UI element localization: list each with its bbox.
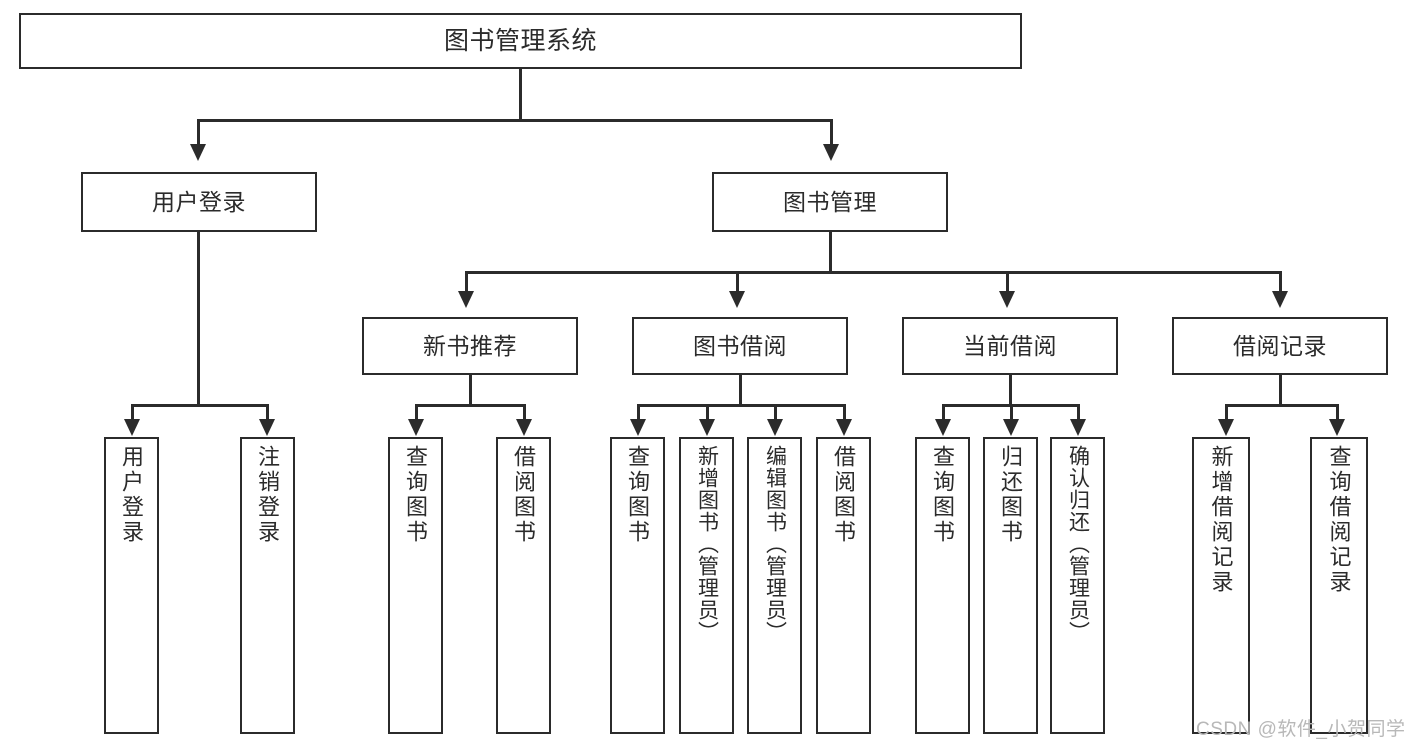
connector-userlogin-stem — [197, 232, 200, 404]
arrow-to-leaf-add-record — [1218, 419, 1234, 436]
connector-userlogin-bus — [131, 404, 267, 407]
connector-newbook-drop-1 — [415, 404, 418, 420]
leaf-add-book-admin[interactable]: 新增图书（管理员） — [679, 437, 734, 734]
leaf-borrow-book-recommend[interactable]: 借阅图书 — [496, 437, 551, 734]
leaf-return-book[interactable]: 归还图书 — [983, 437, 1038, 734]
node-borrow-record[interactable]: 借阅记录 — [1172, 317, 1388, 375]
connector-bookborrow-drop-1 — [637, 404, 640, 420]
arrow-to-borrow-record — [1272, 291, 1288, 308]
node-book-borrow[interactable]: 图书借阅 — [632, 317, 848, 375]
node-label: 借阅图书 — [831, 445, 857, 545]
arrow-to-leaf-borrow-book-2 — [836, 419, 852, 436]
connector-bookborrow-stem — [739, 375, 742, 404]
arrow-to-current-borrow — [999, 291, 1015, 308]
connector-userlogin-drop-2 — [266, 404, 269, 420]
leaf-edit-book-admin[interactable]: 编辑图书（管理员） — [747, 437, 802, 734]
node-label: 编辑图书（管理员） — [763, 445, 787, 643]
node-label: 用户登录 — [152, 188, 246, 215]
arrow-to-book-manage — [823, 144, 839, 161]
connector-root-drop-right — [830, 119, 833, 146]
node-label: 查询图书 — [625, 445, 651, 545]
connector-currentborrow-drop-2 — [1010, 404, 1013, 420]
leaf-add-borrow-record[interactable]: 新增借阅记录 — [1192, 437, 1250, 734]
connector-currentborrow-drop-3 — [1077, 404, 1080, 420]
node-label: 新增借阅记录 — [1208, 445, 1234, 595]
node-root-system[interactable]: 图书管理系统 — [19, 13, 1022, 69]
connector-bookmgmt-drop-2 — [736, 271, 739, 292]
leaf-confirm-return-admin[interactable]: 确认归还（管理员） — [1050, 437, 1105, 734]
node-label: 确认归还（管理员） — [1066, 445, 1090, 643]
connector-currentborrow-stem — [1009, 375, 1012, 404]
connector-root-stem — [519, 69, 522, 121]
node-new-book-recommend[interactable]: 新书推荐 — [362, 317, 578, 375]
node-label: 查询借阅记录 — [1326, 445, 1352, 595]
node-label: 图书管理 — [783, 188, 877, 215]
connector-currentborrow-drop-1 — [942, 404, 945, 420]
connector-borrowrecord-stem — [1279, 375, 1282, 404]
connector-bookmgmt-drop-3 — [1006, 271, 1009, 292]
arrow-to-leaf-borrow-book-1 — [516, 419, 532, 436]
connector-bookmgmt-drop-1 — [465, 271, 468, 292]
connector-newbook-drop-2 — [523, 404, 526, 420]
node-label: 图书借阅 — [693, 332, 787, 359]
arrow-to-leaf-add-book — [699, 419, 715, 436]
arrow-to-user-login — [190, 144, 206, 161]
arrow-to-leaf-query-book-3 — [935, 419, 951, 436]
connector-bookborrow-drop-4 — [843, 404, 846, 420]
connector-bookborrow-drop-3 — [774, 404, 777, 420]
connector-bookmgmt-drop-4 — [1279, 271, 1282, 292]
node-label: 归还图书 — [998, 445, 1024, 545]
leaf-user-login[interactable]: 用户登录 — [104, 437, 159, 734]
arrow-to-leaf-logout — [259, 419, 275, 436]
node-label: 借阅图书 — [511, 445, 537, 545]
arrow-to-new-book-recommend — [458, 291, 474, 308]
node-label: 新增图书（管理员） — [695, 445, 719, 643]
connector-newbook-stem — [469, 375, 472, 404]
arrow-to-leaf-query-record — [1329, 419, 1345, 436]
node-label: 当前借阅 — [963, 332, 1057, 359]
node-label: 图书管理系统 — [443, 26, 597, 55]
arrow-to-leaf-confirm-return — [1070, 419, 1086, 436]
connector-borrowrecord-drop-1 — [1225, 404, 1228, 420]
node-label: 借阅记录 — [1233, 332, 1327, 359]
connector-bookborrow-drop-2 — [706, 404, 709, 420]
arrow-to-book-borrow — [729, 291, 745, 308]
leaf-logout[interactable]: 注销登录 — [240, 437, 295, 734]
leaf-query-book-recommend[interactable]: 查询图书 — [388, 437, 443, 734]
connector-bookborrow-bus — [637, 404, 845, 407]
connector-root-bus — [197, 119, 832, 122]
arrow-to-leaf-return-book — [1003, 419, 1019, 436]
node-label: 注销登录 — [255, 445, 281, 545]
connector-borrowrecord-drop-2 — [1336, 404, 1339, 420]
connector-bookmgmt-stem — [829, 232, 832, 273]
connector-userlogin-drop-1 — [131, 404, 134, 420]
leaf-borrow-book[interactable]: 借阅图书 — [816, 437, 871, 734]
arrow-to-leaf-query-book-1 — [408, 419, 424, 436]
node-current-borrow[interactable]: 当前借阅 — [902, 317, 1118, 375]
connector-borrowrecord-bus — [1225, 404, 1338, 407]
node-user-login[interactable]: 用户登录 — [81, 172, 317, 232]
node-label: 用户登录 — [119, 445, 145, 545]
node-label: 新书推荐 — [423, 332, 517, 359]
arrow-to-leaf-query-book-2 — [630, 419, 646, 436]
node-book-management[interactable]: 图书管理 — [712, 172, 948, 232]
node-label: 查询图书 — [930, 445, 956, 545]
connector-bookmgmt-bus — [465, 271, 1282, 274]
leaf-query-borrow-record[interactable]: 查询借阅记录 — [1310, 437, 1368, 734]
connector-root-drop-left — [197, 119, 200, 146]
leaf-query-book-current[interactable]: 查询图书 — [915, 437, 970, 734]
node-label: 查询图书 — [403, 445, 429, 545]
connector-newbook-bus — [415, 404, 525, 407]
watermark-text: CSDN @软件_小贺同学 — [1196, 719, 1405, 740]
arrow-to-leaf-user-login — [124, 419, 140, 436]
leaf-query-book-borrow[interactable]: 查询图书 — [610, 437, 665, 734]
arrow-to-leaf-edit-book — [767, 419, 783, 436]
